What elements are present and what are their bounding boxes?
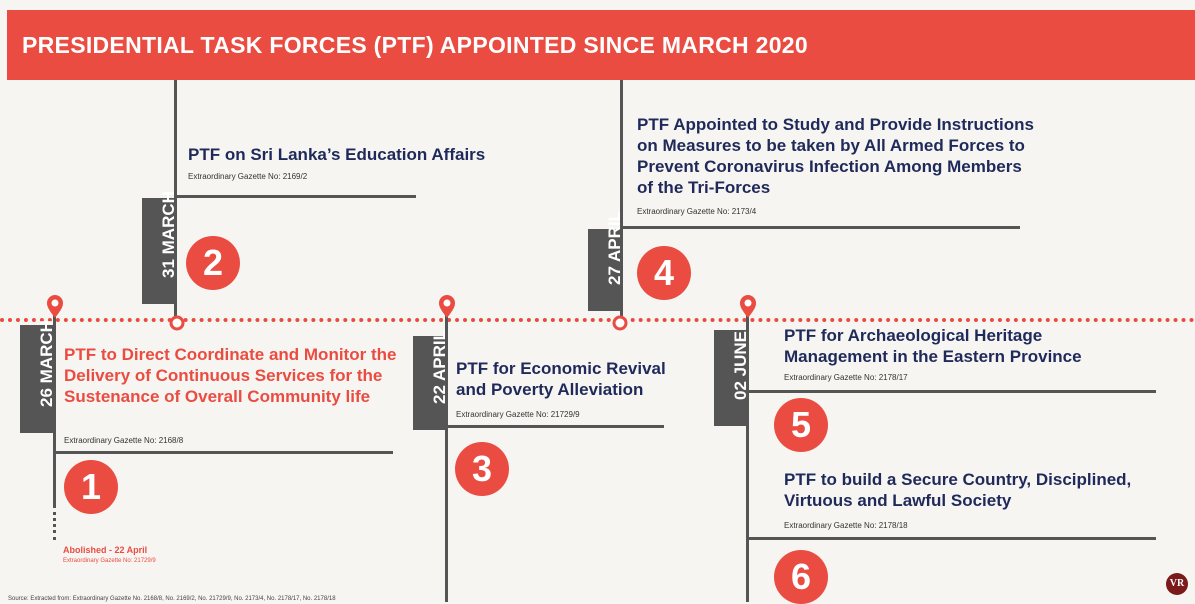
abolished-label: Abolished - 22 April: [63, 545, 148, 555]
event-4-date: 27 APRIL: [605, 210, 624, 285]
event-5-underline: [748, 390, 1156, 393]
event-6-number-badge: 6: [774, 550, 828, 604]
event-2-marker-icon: [169, 315, 185, 331]
event-5-stem: [746, 305, 749, 602]
event-2-date-tab: 31 MARCH: [142, 191, 178, 304]
event-3-date-tab: 22 APRIL: [413, 330, 449, 430]
event-5-date-tab: 02 JUNE: [714, 330, 750, 426]
event-4-underline: [622, 226, 1020, 229]
event-2-title: PTF on Sri Lanka’s Education Affairs: [188, 145, 486, 164]
event-6-underline: [748, 537, 1156, 540]
event-5-date: 02 JUNE: [731, 331, 750, 400]
brand-logo: VR: [1166, 573, 1188, 595]
event-2-gazette: Extraordinary Gazette No: 2169/2: [188, 172, 308, 181]
event-2-date: 31 MARCH: [159, 191, 178, 278]
event-3-stem: [445, 305, 448, 602]
page-title: PRESIDENTIAL TASK FORCES (PTF) APPOINTED…: [22, 32, 808, 58]
event-5-gazette: Extraordinary Gazette No: 2178/17: [784, 373, 908, 382]
event-3-title: PTF for Economic Revival and Poverty All…: [456, 359, 666, 399]
event-5-number-badge: 5: [774, 398, 828, 452]
event-1-number-badge: 1: [64, 460, 118, 514]
event-1-underline: [55, 451, 393, 454]
event-3-pin-icon: [439, 295, 455, 318]
event-5-title: PTF for Archaeological Heritage Manageme…: [784, 326, 1082, 366]
event-4-marker-icon: [612, 315, 628, 331]
event-3-underline: [447, 425, 664, 428]
event-5-pin-icon: [740, 295, 756, 318]
event-4-date-tab: 27 APRIL: [588, 211, 624, 311]
event-2-number-badge: 2: [186, 236, 240, 290]
header-banner: PRESIDENTIAL TASK FORCES (PTF) APPOINTED…: [7, 10, 1195, 80]
event-1-pin-icon: [47, 295, 63, 318]
event-6-title: PTF to build a Secure Country, Disciplin…: [784, 470, 1132, 510]
event-4-number-badge: 4: [637, 246, 691, 300]
event-2-underline: [176, 195, 416, 198]
event-3-date: 22 APRIL: [430, 329, 449, 404]
abolished-gazette: Extraordinary Gazette No: 21729/9: [63, 558, 156, 564]
event-3-gazette: Extraordinary Gazette No: 21729/9: [456, 410, 580, 419]
event-1-gazette: Extraordinary Gazette No: 2168/8: [64, 436, 184, 445]
event-3-number-badge: 3: [455, 442, 509, 496]
event-1-date: 26 MARCH: [37, 320, 56, 407]
event-1-title: PTF to Direct Coordinate and Monitor the…: [64, 345, 397, 406]
event-4-title: PTF Appointed to Study and Provide Instr…: [637, 115, 1034, 197]
event-1-stem: [53, 305, 56, 505]
source-note: Source: Extracted from: Extraordinary Ga…: [8, 596, 336, 602]
timeline-dotted-line: [0, 318, 1195, 322]
event-6-gazette: Extraordinary Gazette No: 2178/18: [784, 521, 908, 530]
event-1-date-tab: 26 MARCH: [20, 320, 56, 433]
event-4-gazette: Extraordinary Gazette No: 2173/4: [637, 207, 757, 216]
event-4-stem: [620, 80, 623, 320]
event-1-abolished-dotted-line: [53, 505, 56, 540]
